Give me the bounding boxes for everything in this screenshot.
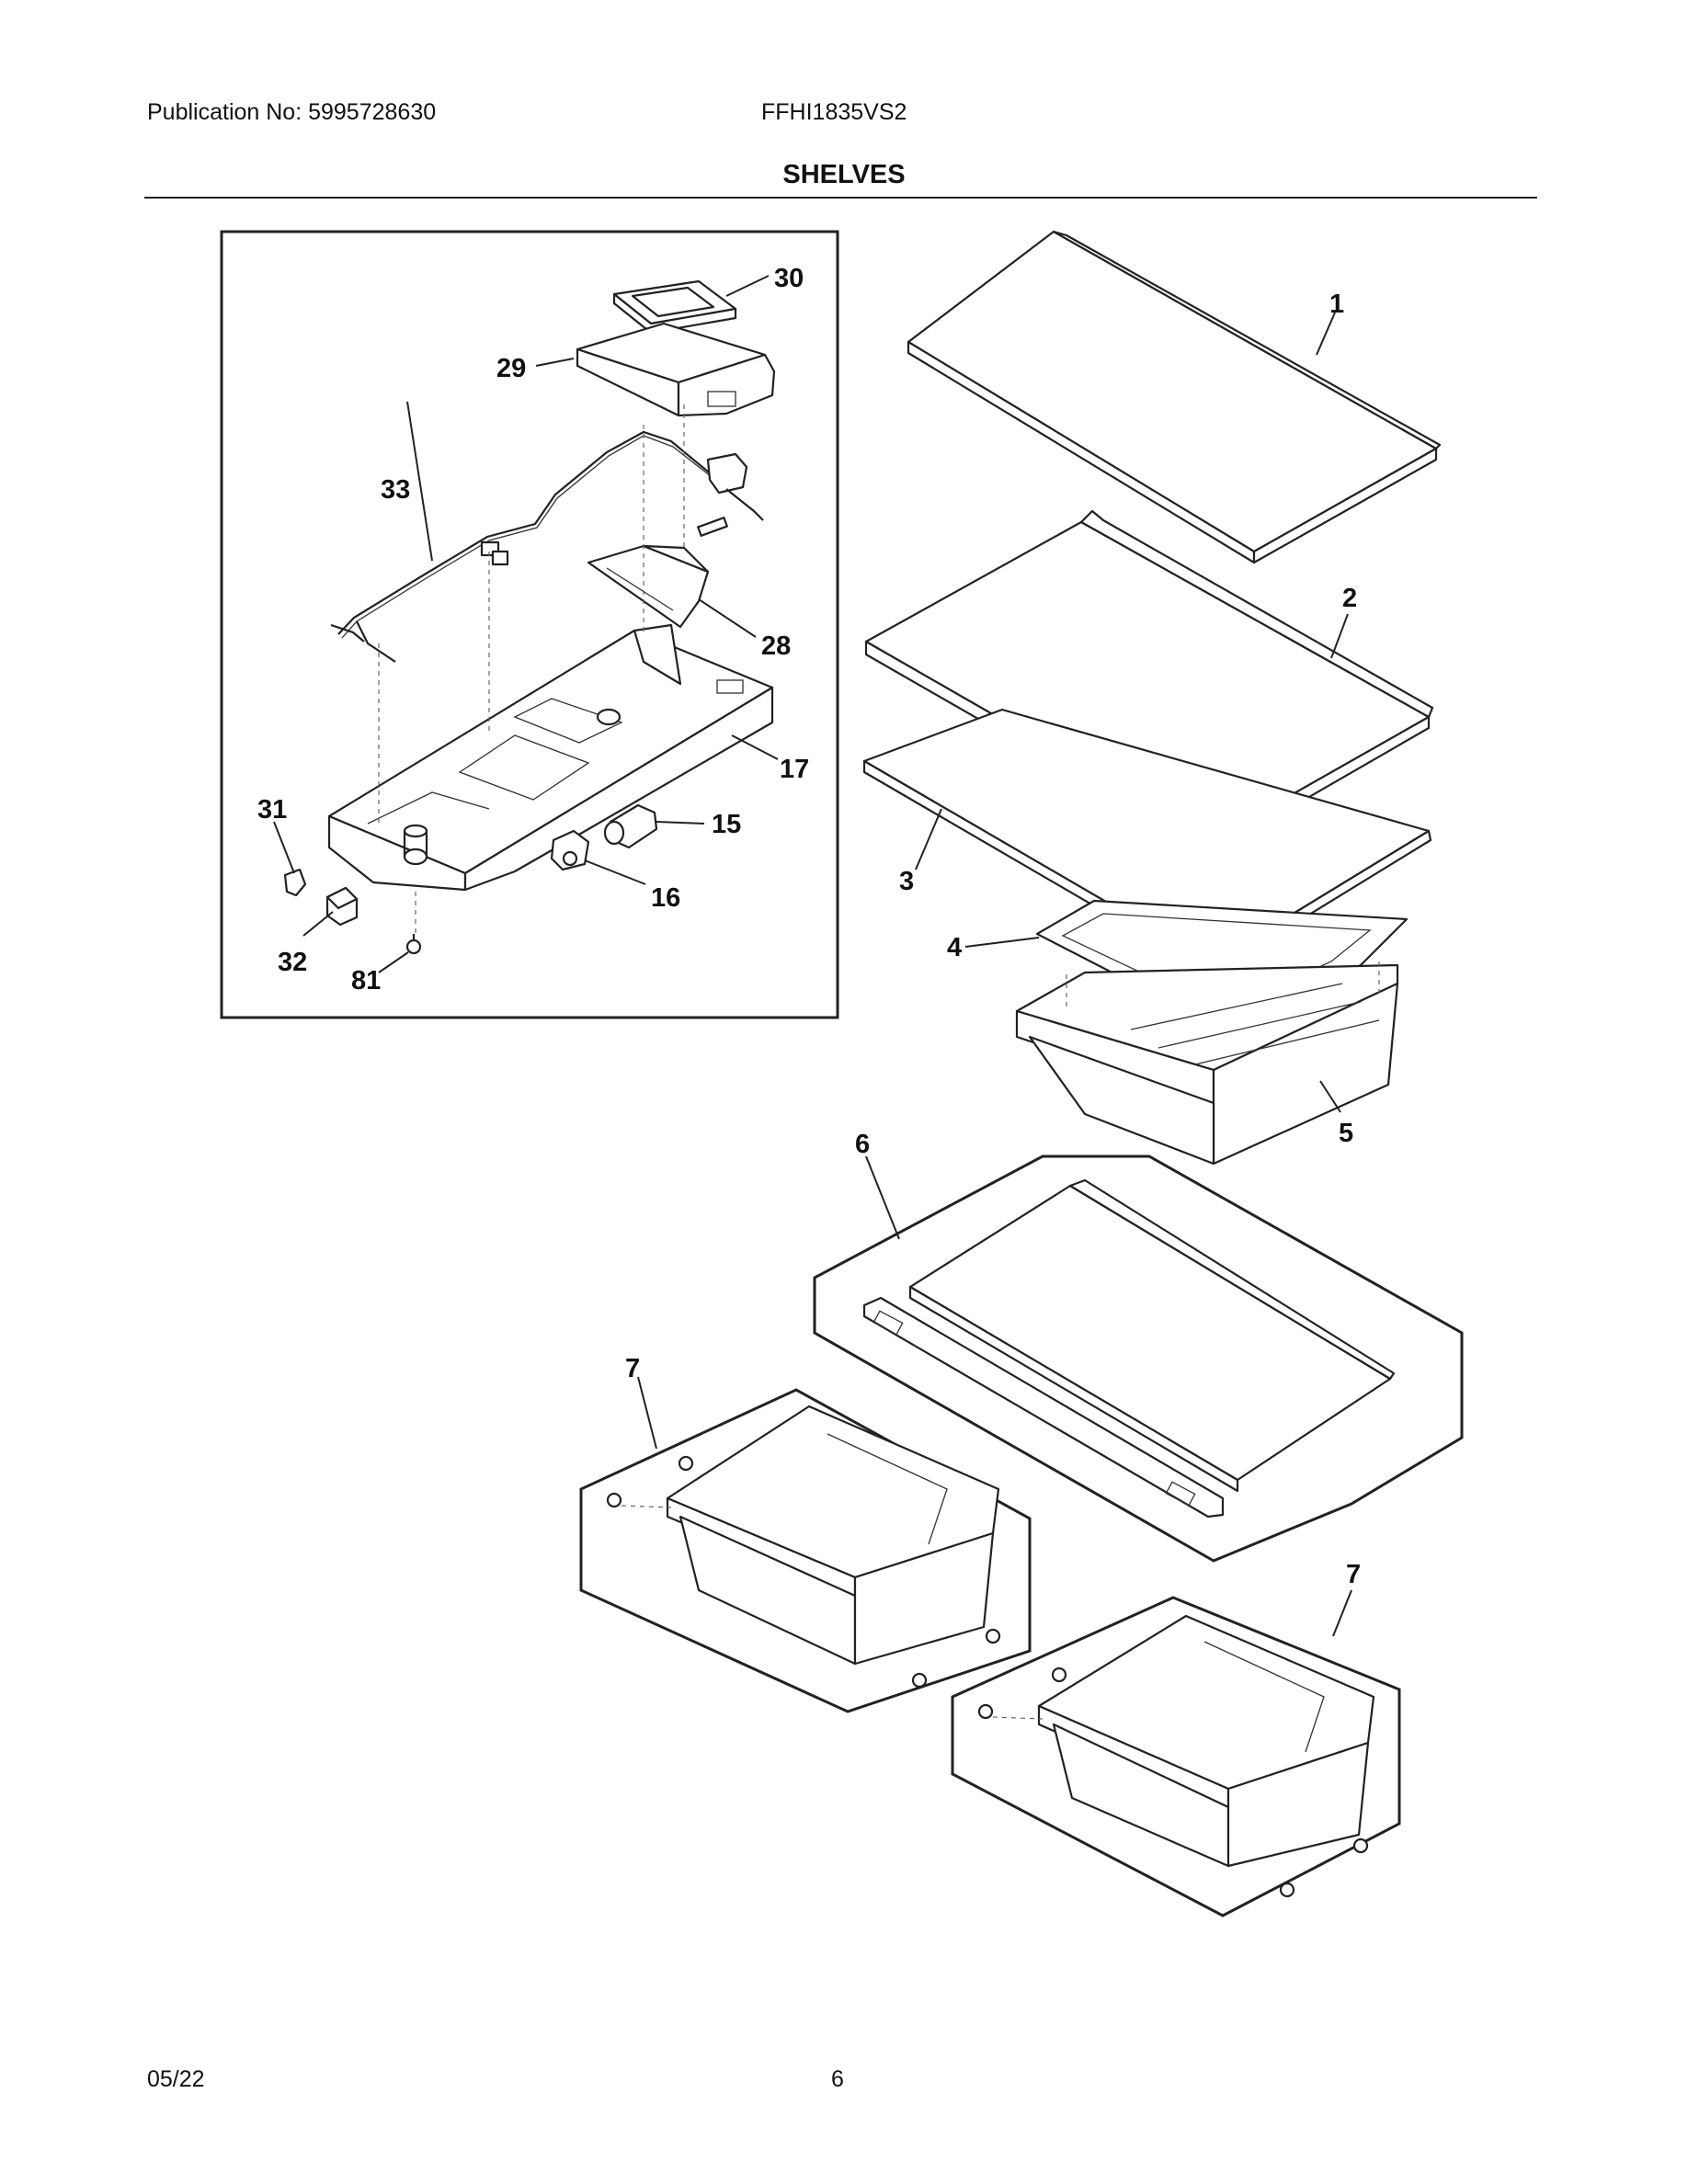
callout-3: 3 (899, 867, 914, 896)
part-6-crisper-cover-assembly (862, 1178, 1396, 1519)
part-17-dispenser-base (327, 623, 774, 892)
callout-29: 29 (496, 354, 526, 383)
part-7-drawer-right (977, 1614, 1375, 1898)
publication-number: Publication No: 5995728630 (147, 99, 437, 125)
page-number: 6 (831, 2066, 844, 2092)
part-28-chute (587, 544, 710, 629)
callout-81: 81 (351, 966, 381, 995)
part-1-glass-shelf (907, 230, 1442, 564)
part-33-wire-harness (330, 430, 764, 663)
callout-7-left: 7 (625, 1354, 640, 1383)
header-divider (144, 197, 1537, 199)
drawer-inset-frame-left (579, 1388, 1032, 1713)
footer-date: 05/22 (147, 2066, 205, 2092)
part-30-gasket (612, 279, 737, 335)
callout-1: 1 (1329, 290, 1344, 319)
callout-4: 4 (947, 933, 962, 962)
callout-33: 33 (381, 475, 410, 505)
part-29-housing (576, 322, 776, 417)
callout-7-right: 7 (1346, 1560, 1361, 1589)
callout-17: 17 (780, 755, 809, 784)
callout-32: 32 (278, 948, 307, 977)
part-7-drawer-left (606, 1405, 1001, 1689)
model-number: FFHI1835VS2 (761, 99, 907, 125)
page-title: SHELVES (782, 160, 906, 189)
drawer-inset-frame-right (951, 1596, 1401, 1917)
callout-2: 2 (1342, 584, 1357, 613)
part-15-switch (603, 803, 658, 849)
part-5-crisper-drawer (1015, 963, 1399, 1166)
part-31-clip (283, 868, 307, 897)
part-81-screw (405, 934, 422, 955)
cover-assembly-inset-frame (813, 1155, 1464, 1563)
callout-28: 28 (761, 631, 791, 661)
part-16-actuator (550, 829, 590, 871)
callout-6: 6 (855, 1130, 870, 1159)
callout-30: 30 (774, 264, 804, 293)
callout-5: 5 (1339, 1119, 1353, 1148)
part-32-switch (325, 886, 359, 927)
callout-16: 16 (651, 883, 680, 913)
callout-31: 31 (257, 795, 287, 825)
dispenser-inset-frame (220, 230, 839, 1019)
callout-15: 15 (712, 810, 741, 839)
